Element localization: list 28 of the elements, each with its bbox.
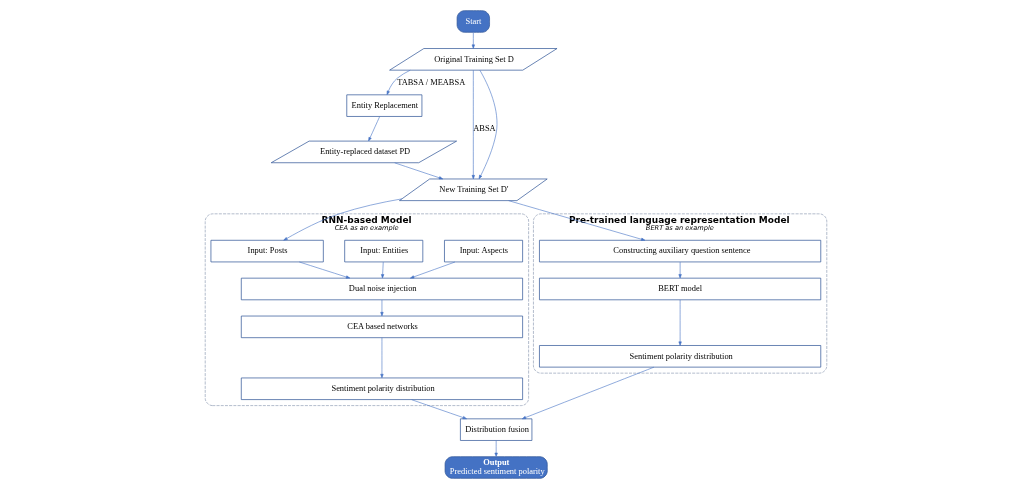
arrow (379, 337, 383, 379)
node-box: Start (456, 10, 490, 33)
node-box: Sentiment polarity distribution (240, 377, 523, 400)
arrow (386, 69, 411, 95)
arrow (494, 440, 498, 457)
arrow (379, 299, 383, 317)
node-box: CEA based networks (240, 315, 523, 339)
arrow (507, 200, 645, 241)
arrow (393, 162, 443, 180)
node-box: Sentiment polarity distribution (538, 345, 821, 368)
node-box: Entity Replacement (345, 94, 422, 117)
node-box: Output Predicted sentiment polarity (444, 456, 548, 479)
arrow (282, 198, 402, 241)
arrow (521, 366, 654, 420)
edge-label: ABSA (472, 124, 496, 134)
arrow (367, 116, 380, 142)
arrow (380, 261, 384, 279)
arrow (678, 261, 682, 279)
edge-label: TABSA / MEABSA (396, 77, 465, 87)
node-box: BERT model (538, 277, 821, 301)
arrow (678, 299, 682, 346)
arrow (410, 399, 467, 420)
node-box: Input: Aspects (443, 239, 523, 263)
arrow (478, 69, 497, 180)
node-box: Input: Entities (343, 239, 423, 263)
arrow (471, 32, 475, 49)
arrow (409, 261, 455, 279)
arrow (471, 70, 475, 180)
